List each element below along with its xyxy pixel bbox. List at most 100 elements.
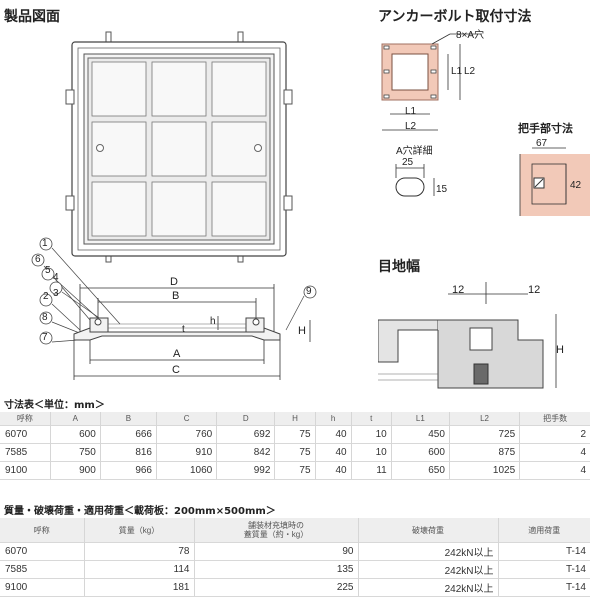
joint-h-label: H — [556, 344, 564, 356]
hole-height-label: 15 — [436, 184, 448, 195]
callout-3: 3 — [53, 288, 59, 299]
table-cell: 6070 — [0, 542, 85, 561]
callout-5: 5 — [45, 265, 51, 276]
cover-plan-view — [65, 31, 293, 263]
callout-9: 9 — [306, 286, 312, 297]
col-header: 呼称 — [0, 518, 85, 543]
table-cell: 992 — [216, 461, 276, 480]
anchor-l1-label: L1 — [405, 106, 417, 117]
dim-a-label: A — [173, 348, 181, 360]
table-cell: 75 — [274, 461, 316, 480]
table-cell: 114 — [84, 560, 195, 579]
table-cell: 750 — [50, 443, 101, 462]
dim-t-label: t — [182, 324, 185, 335]
table-cell: 692 — [216, 425, 276, 444]
table-cell: 910 — [156, 443, 218, 462]
weight-table: 呼称 質量（kg） 舗装材充填時の蓋質量（約・kg） 破壊荷重 適用荷重 607… — [0, 518, 590, 597]
table-cell: 600 — [391, 443, 450, 462]
table-cell: 650 — [391, 461, 450, 480]
callout-1: 1 — [42, 238, 48, 249]
table-cell: 75 — [274, 425, 316, 444]
callout-7: 7 — [42, 332, 48, 343]
hole-detail-label: A穴詳細 — [396, 146, 433, 157]
table-cell: 242kN以上 — [358, 542, 499, 561]
callout-8: 8 — [42, 312, 48, 323]
col-header: D — [216, 412, 276, 426]
col-header: 把手数 — [519, 412, 590, 426]
product-drawing-heading: 製品図面 — [4, 9, 60, 25]
table-cell: 225 — [194, 578, 359, 597]
hole-width-label: 25 — [402, 157, 414, 168]
col-header: L2 — [449, 412, 521, 426]
anchor-bolt-diagram — [381, 33, 482, 131]
joint-width-diagram — [378, 282, 557, 389]
table-cell: 760 — [156, 425, 218, 444]
table-cell: 875 — [449, 443, 521, 462]
joint-right-label: 12 — [528, 284, 541, 296]
dim-h-label: H — [298, 325, 306, 337]
table-cell: 181 — [84, 578, 195, 597]
handle-width-label: 67 — [536, 138, 548, 149]
table-cell: 842 — [216, 443, 276, 462]
handle-heading: 把手部寸法 — [518, 122, 573, 135]
table-cell: 10 — [351, 443, 392, 462]
col-header: t — [351, 412, 392, 426]
table-cell: 9100 — [0, 578, 85, 597]
table-cell: 816 — [100, 443, 158, 462]
hole-detail-diagram — [395, 164, 435, 197]
anchor-l1-v-label: L1 — [451, 66, 463, 77]
cover-section-view — [31, 237, 317, 380]
table-cell: 40 — [315, 461, 352, 480]
table-cell: 9100 — [0, 461, 51, 480]
table-cell: 900 — [50, 461, 101, 480]
table-cell: 78 — [84, 542, 195, 561]
table-cell: 966 — [100, 461, 158, 480]
table-cell: 10 — [351, 425, 392, 444]
table-cell: 7585 — [0, 560, 85, 579]
table-cell: 135 — [194, 560, 359, 579]
weight-table-title: 質量・破壊荷重・適用荷重＜載荷板：200mm×500mm＞ — [4, 506, 276, 517]
table-cell: T-14 — [498, 578, 590, 597]
col-header: 適用荷重 — [498, 518, 590, 543]
handle-diagram — [519, 147, 590, 216]
col-header: H — [274, 412, 316, 426]
dim-h-small-label: h — [210, 316, 216, 327]
table-cell: 1025 — [449, 461, 521, 480]
anchor-l2-label: L2 — [405, 121, 417, 132]
table-cell: 11 — [351, 461, 392, 480]
table-cell: 75 — [274, 443, 316, 462]
dim-d-label: D — [170, 276, 178, 288]
table-cell: 450 — [391, 425, 450, 444]
col-header: 呼称 — [0, 412, 51, 426]
col-header: A — [50, 412, 101, 426]
table-cell: 6070 — [0, 425, 51, 444]
anchor-bolt-heading: アンカーボルト取付寸法 — [378, 9, 532, 25]
dimension-table-title: 寸法表＜単位：mm＞ — [4, 400, 105, 411]
table-cell: 40 — [315, 443, 352, 462]
col-header-line: 舗装材充填時の — [248, 521, 304, 530]
col-header: 舗装材充填時の蓋質量（約・kg） — [194, 518, 359, 543]
joint-left-label: 12 — [452, 284, 465, 296]
table-cell: 242kN以上 — [358, 560, 499, 579]
table-cell: T-14 — [498, 560, 590, 579]
col-header: C — [156, 412, 218, 426]
callout-6: 6 — [35, 254, 41, 265]
col-header: 質量（kg） — [84, 518, 195, 543]
dim-c-label: C — [172, 364, 180, 376]
col-header: L1 — [391, 412, 450, 426]
joint-width-heading: 目地幅 — [378, 259, 420, 275]
hole-count-label: 8×A穴 — [456, 30, 485, 41]
table-cell: 90 — [194, 542, 359, 561]
table-cell: 4 — [519, 443, 590, 462]
table-cell: 725 — [449, 425, 521, 444]
table-cell: 40 — [315, 425, 352, 444]
table-cell: 242kN以上 — [358, 578, 499, 597]
col-header: B — [100, 412, 158, 426]
anchor-l2-v-label: L2 — [464, 66, 476, 77]
weight-table-header: 呼称 質量（kg） 舗装材充填時の蓋質量（約・kg） 破壊荷重 適用荷重 — [0, 518, 590, 543]
handle-height-label: 42 — [570, 180, 582, 191]
